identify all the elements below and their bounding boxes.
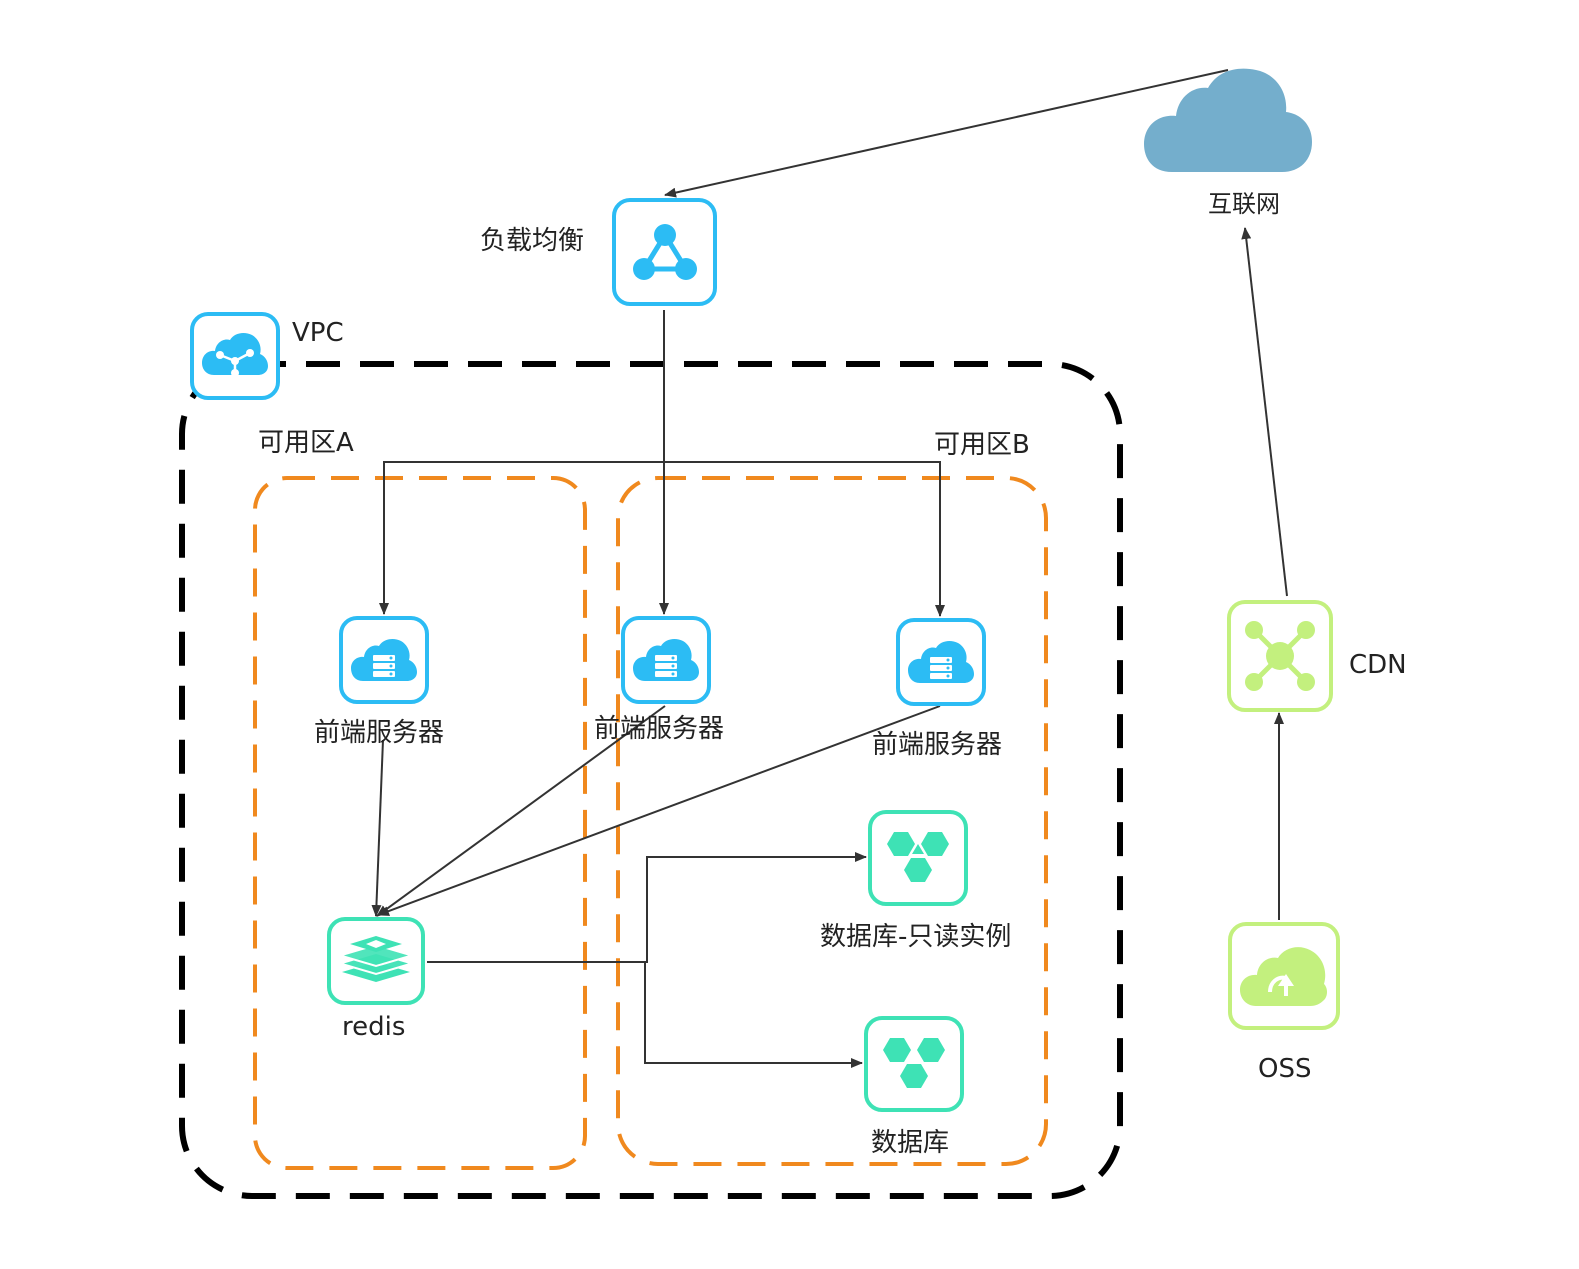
server-cloud-icon [633, 638, 699, 681]
vpc-label: VPC [292, 318, 344, 348]
cloud-icon [1144, 68, 1312, 172]
edge-internet-to-slb [664, 69, 1229, 198]
frontend-server-label: 前端服务器 [314, 718, 445, 748]
load-balancer-icon [632, 224, 697, 280]
database-label: 数据库 [871, 1128, 950, 1158]
edge-cdn-to-internet [1241, 227, 1288, 597]
oss-node[interactable] [1228, 922, 1340, 1030]
frontend-server-label: 前端服务器 [594, 714, 725, 744]
frontend-server-node[interactable] [339, 616, 429, 704]
zone-a-boundary [253, 476, 587, 1170]
vpc-boundary [179, 361, 1123, 1199]
redis-label: redis [342, 1012, 406, 1042]
database-readonly-node[interactable] [868, 810, 968, 906]
cdn-node[interactable] [1227, 600, 1333, 712]
oss-label: OSS [1258, 1054, 1312, 1084]
redis-icon [341, 936, 411, 982]
server-cloud-icon [351, 638, 417, 681]
edge-frontend-1-to-redis [371, 739, 384, 917]
vpc-icon [202, 332, 268, 377]
database-node[interactable] [864, 1016, 964, 1112]
cdn-icon [1245, 621, 1315, 691]
oss-icon [1240, 947, 1327, 1006]
database-icon [883, 1038, 945, 1088]
zone-b-boundary [616, 476, 1048, 1166]
internet-node [1142, 64, 1314, 176]
edge-slb-to-frontend-1 [379, 461, 664, 615]
edge-slb-to-frontend-3 [664, 461, 945, 617]
database-readonly-label: 数据库-只读实例 [820, 922, 1012, 952]
server-cloud-icon [908, 640, 974, 683]
database-icon [887, 832, 949, 882]
frontend-server-label: 前端服务器 [872, 730, 1003, 760]
edge-redis-to-db [427, 961, 863, 1068]
edge-frontend-3-to-redis [377, 705, 941, 916]
frontend-server-node[interactable] [896, 618, 986, 706]
zone-a-label: 可用区A [258, 428, 354, 458]
load-balancer-label: 负载均衡 [480, 226, 585, 256]
zone-b-label: 可用区B [934, 430, 1030, 460]
redis-node[interactable] [327, 917, 425, 1005]
frontend-server-node[interactable] [621, 616, 711, 704]
load-balancer-node[interactable] [612, 198, 717, 306]
internet-label: 互联网 [1208, 190, 1280, 218]
edge-frontend-2-to-redis [376, 705, 666, 917]
cdn-label: CDN [1349, 650, 1407, 680]
vpc-node[interactable] [190, 312, 280, 400]
